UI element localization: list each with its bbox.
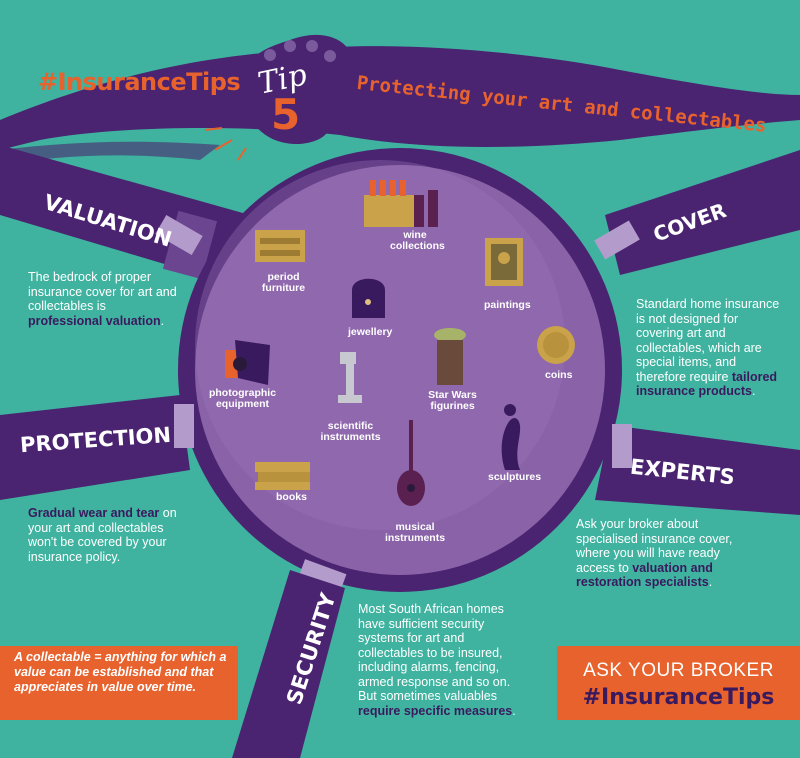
item-photo: photographic equipment — [208, 387, 277, 410]
item-starwars: Star Wars figurines — [428, 389, 477, 412]
palette-shape — [242, 34, 354, 145]
ask-broker-line1: ASK YOUR BROKER — [583, 660, 774, 681]
handle-security — [232, 570, 345, 758]
camera-icon — [225, 340, 270, 385]
item-furniture: period furniture — [261, 271, 306, 294]
tip-number: 5 — [271, 90, 301, 139]
arm-protection — [0, 395, 190, 500]
microscope-icon — [338, 352, 362, 403]
item-books: books — [276, 491, 307, 503]
security-text: Most South African homes have sufficient… — [358, 602, 516, 718]
header-hashtag: #InsuranceTips — [38, 68, 241, 96]
item-paintings: paintings — [484, 299, 531, 311]
furniture-icon — [255, 230, 305, 262]
ask-broker-line2: #InsuranceTips — [582, 685, 775, 710]
protection-text: Gradual wear and tear on your art and co… — [28, 506, 177, 564]
item-jewellery: jewellery — [348, 326, 393, 338]
item-sculptures: sculptures — [488, 471, 542, 483]
painting-icon — [485, 238, 523, 286]
jewellery-icon — [352, 278, 385, 318]
item-scientific: scientific instruments — [320, 420, 381, 443]
guitar-icon — [397, 420, 425, 506]
cover-text: Standard home insurance is not designed … — [636, 297, 780, 398]
sculpture-icon — [501, 404, 521, 470]
coin-icon — [537, 326, 575, 364]
arm-experts — [595, 425, 800, 515]
item-musical: musical instruments — [384, 521, 446, 544]
books-icon — [255, 462, 310, 490]
definition-box — [0, 646, 238, 720]
definition-text: A collectable = anything for which a val… — [14, 650, 227, 694]
item-coins: coins — [545, 369, 573, 381]
ask-broker-box — [557, 646, 800, 720]
header-brush-stroke — [0, 46, 800, 150]
yoda-icon — [434, 328, 466, 385]
item-wine: wine collections — [390, 229, 445, 252]
wine-icon — [364, 180, 438, 227]
valuation-text: The bedrock of proper insurance cover fo… — [28, 270, 177, 328]
experts-text: Ask your broker about specialised insura… — [576, 517, 733, 589]
arm-cover — [605, 150, 800, 275]
